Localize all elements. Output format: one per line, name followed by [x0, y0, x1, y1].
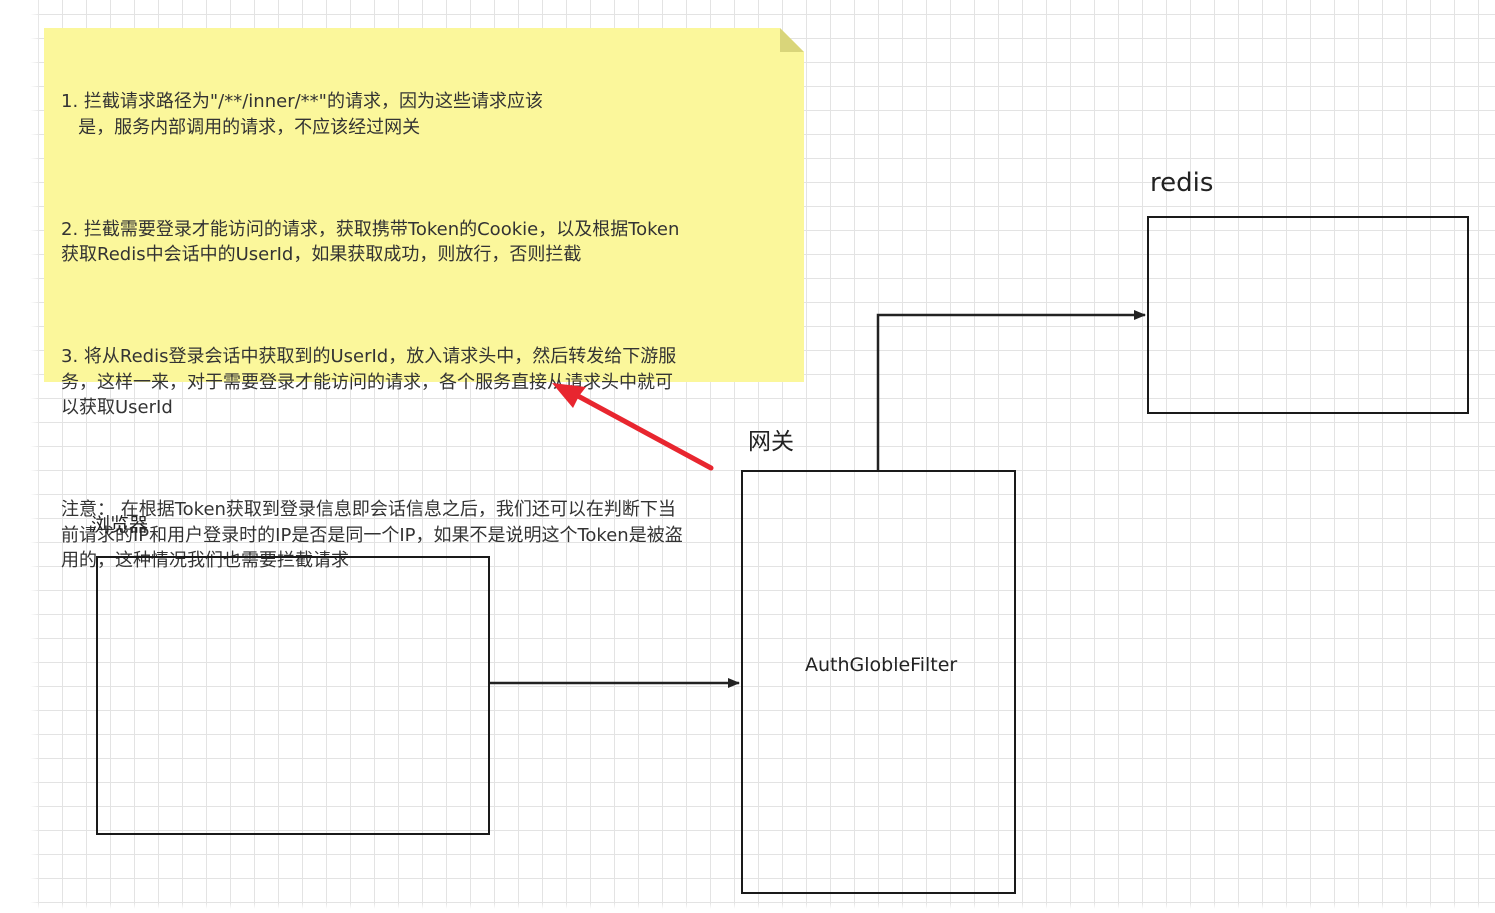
sticky-note-text: 1. 拦截请求路径为"/**/inner/**"的请求，因为这些请求应该 是，服…: [61, 38, 791, 650]
note-paragraph-1: 1. 拦截请求路径为"/**/inner/**"的请求，因为这些请求应该 是，服…: [61, 89, 791, 140]
browser-label: 浏览器: [91, 514, 149, 536]
note-line: 获取Redis中会话中的UserId，如果获取成功，则放行，否则拦截: [61, 244, 582, 265]
gateway-label: 网关: [748, 429, 794, 455]
redis-box[interactable]: [1147, 216, 1469, 414]
note-line: 前请求的IP和用户登录时的IP是否是同一个IP，如果不是说明这个Token是被盗: [61, 524, 683, 546]
auth-filter-label: AuthGlobleFilter: [805, 654, 958, 676]
browser-box[interactable]: [96, 556, 490, 835]
note-line: 以获取UserId: [61, 397, 173, 418]
gateway-box[interactable]: [741, 470, 1016, 894]
red-pointer-arrow: [552, 383, 714, 471]
note-line: 3. 将从Redis登录会话中获取到的UserId，放入请求头中，然后转发给下游…: [61, 346, 677, 367]
note-line: 1. 拦截请求路径为"/**/inner/**"的请求，因为这些请求应该: [61, 91, 543, 112]
note-paragraph-3: 3. 将从Redis登录会话中获取到的UserId，放入请求头中，然后转发给下游…: [61, 344, 791, 421]
gateway-to-redis-arrow: [876, 310, 1146, 470]
sticky-note[interactable]: [44, 28, 804, 382]
note-line: 是，服务内部调用的请求，不应该经过网关: [61, 116, 421, 138]
redis-label: redis: [1150, 168, 1214, 198]
note-paragraph-2: 2. 拦截需要登录才能访问的请求，获取携带Token的Cookie，以及根据To…: [61, 217, 791, 268]
note-line: 用的，这种情况我们也需要拦截请求: [61, 550, 349, 571]
note-paragraph-4: 注意： 在根据Token获取到登录信息即会话信息之后，我们还可以在判断下当前请求…: [61, 497, 791, 574]
note-line: 注意： 在根据Token获取到登录信息即会话信息之后，我们还可以在判断下当: [61, 499, 676, 520]
note-line: 务，这样一来，对于需要登录才能访问的请求，各个服务直接从请求头中就可: [61, 371, 673, 393]
note-line: 2. 拦截需要登录才能访问的请求，获取携带Token的Cookie，以及根据To…: [61, 218, 680, 240]
